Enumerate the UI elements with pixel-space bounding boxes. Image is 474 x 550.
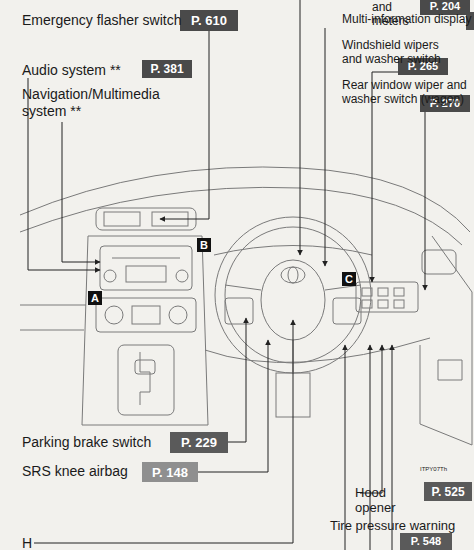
dashboard-outline-part bbox=[281, 267, 305, 283]
dashboard-outline-part bbox=[288, 267, 298, 283]
dashboard-outline-part bbox=[394, 288, 404, 296]
page-number: P. 610 bbox=[191, 14, 227, 27]
part-name: Rear window wiper and washer switch (wag… bbox=[342, 78, 474, 106]
leader-lines-part bbox=[62, 122, 100, 262]
page-reference-box: P. 548 bbox=[400, 533, 452, 550]
leader-lines-part bbox=[425, 110, 426, 290]
dashboard-outline-part bbox=[96, 298, 196, 332]
page-number: P. 525 bbox=[431, 486, 464, 498]
part-name: Navigation/Multimedia system ** bbox=[22, 86, 172, 119]
page-reference-box: P. 229 bbox=[170, 432, 228, 453]
area-marker: C bbox=[342, 272, 356, 286]
part-name: Tire pressure warning bbox=[330, 518, 474, 533]
page-number: P. 204 bbox=[430, 1, 460, 12]
dashboard-outline-part bbox=[118, 345, 174, 415]
page-reference-box: P. 148 bbox=[142, 462, 198, 482]
leader-lines-part bbox=[325, 28, 326, 266]
area-letter: A bbox=[91, 293, 99, 304]
page-reference-box: P. 525 bbox=[424, 482, 472, 501]
dashboard-outline-part bbox=[420, 236, 472, 445]
dashboard-outline-part bbox=[394, 300, 404, 308]
page-number: P. 381 bbox=[150, 63, 183, 75]
dashboard-outline-part bbox=[214, 246, 372, 256]
page-number: P. 148 bbox=[152, 466, 188, 479]
page-number: P. 548 bbox=[411, 536, 441, 547]
dashboard-outline bbox=[20, 167, 472, 445]
dashboard-outline-part bbox=[126, 266, 166, 282]
figure-code: ITPY07Th bbox=[420, 466, 472, 473]
dashboard-outline-part bbox=[356, 282, 418, 312]
dashboard-outline-part bbox=[378, 288, 388, 296]
part-name: Windshield wipers and washer switch bbox=[342, 38, 462, 66]
part-name: Hood opener bbox=[355, 485, 425, 516]
area-marker: A bbox=[88, 291, 102, 305]
dashboard-outline-part bbox=[20, 167, 470, 232]
dashboard-outline-part bbox=[205, 338, 430, 363]
dashboard-outline-part bbox=[105, 306, 123, 324]
dashboard-outline-part bbox=[104, 270, 116, 282]
dashboard-outline-part bbox=[438, 360, 462, 380]
dashboard-outline-part bbox=[169, 306, 187, 324]
dashboard-outline-part bbox=[100, 246, 192, 290]
dashboard-outline-part bbox=[225, 298, 253, 324]
part-name: Multi-information display bbox=[342, 12, 474, 26]
page-number: P. 229 bbox=[181, 436, 217, 449]
dashboard-outline-part bbox=[176, 270, 188, 282]
page-reference-box: P. 610 bbox=[180, 10, 238, 31]
dashboard-outline-part bbox=[132, 306, 160, 324]
leader-lines-part bbox=[228, 318, 246, 442]
part-name: Emergency flasher switch bbox=[22, 12, 182, 29]
leader-lines-part bbox=[34, 320, 293, 543]
dashboard-outline-part bbox=[378, 300, 388, 308]
dashboard-outline-part bbox=[20, 305, 86, 306]
area-letter: C bbox=[345, 274, 353, 285]
dashboard-outline-part bbox=[104, 212, 140, 226]
area-letter: B bbox=[200, 240, 208, 251]
dashboard-outline-part bbox=[20, 330, 84, 331]
dashboard-outline-part bbox=[362, 288, 372, 296]
dashboard-outline-part bbox=[112, 258, 180, 259]
area-marker: B bbox=[197, 238, 211, 252]
part-name: SRS knee airbag bbox=[22, 463, 144, 480]
leader-lines-part bbox=[300, 0, 301, 255]
dashboard-outline-part bbox=[135, 360, 155, 374]
part-name: Audio system ** bbox=[22, 62, 142, 79]
leader-lines-part bbox=[360, 345, 382, 493]
part-name: Parking brake switch bbox=[22, 434, 172, 451]
page-reference-box: P. 381 bbox=[142, 60, 192, 78]
dashboard-outline-part bbox=[82, 236, 208, 425]
dashboard-outline-part bbox=[362, 300, 372, 308]
part-name: H bbox=[22, 535, 36, 550]
